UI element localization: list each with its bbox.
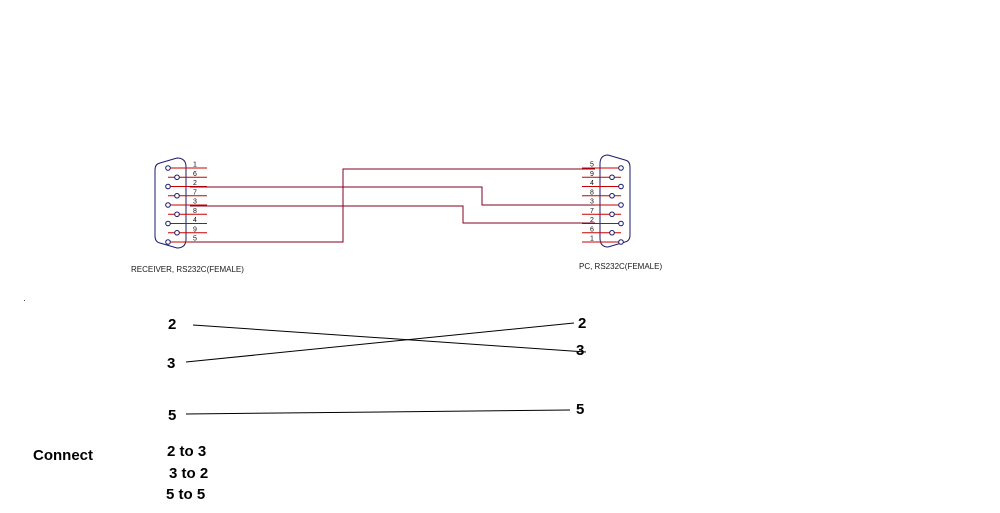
wire-3-to-2 (190, 205, 595, 224)
pin-number: 8 (193, 208, 197, 215)
pin-number: 7 (193, 189, 197, 196)
receiver-pins: 1 6 2 7 3 8 4 9 5 (165, 162, 207, 245)
pin-contact (174, 229, 180, 236)
pin-contact (618, 183, 624, 190)
pin-number: 3 (590, 199, 594, 206)
pin-number: 9 (193, 226, 197, 233)
stray-dot (24, 300, 25, 301)
pin-number: 6 (590, 226, 594, 233)
pin-contact (618, 239, 624, 245)
connect-line-1: 2 to 3 (167, 443, 207, 460)
pin-contact (165, 183, 171, 190)
pc-pins: 5 9 4 8 3 7 2 6 1 (582, 162, 624, 245)
pin-contact (609, 211, 615, 218)
pin-number: 2 (193, 180, 197, 187)
left-pin-label-3: 3 (167, 355, 175, 372)
pin-contact (165, 239, 171, 245)
pin-contact (618, 220, 624, 227)
pin-number: 4 (193, 217, 197, 224)
pin-contact (165, 202, 171, 208)
right-pin-label-5: 5 (576, 401, 584, 418)
receiver-connector-shell (154, 157, 187, 249)
receiver-label: RECEIVER, RS232C(FEMALE) (131, 265, 244, 274)
right-pin-label-2: 2 (578, 315, 586, 332)
pc-label: PC, RS232C(FEMALE) (579, 262, 662, 271)
left-pin-label-2: 2 (168, 316, 176, 333)
cross-line-2-to-3 (192, 324, 587, 353)
pin-number: 6 (193, 171, 197, 178)
pin-contact (618, 165, 624, 171)
pin-number: 1 (193, 162, 197, 169)
pin-contact (609, 229, 615, 236)
simple-crossover-diagram: 2 3 5 2 3 5 (167, 315, 586, 424)
pin-contact (165, 165, 171, 171)
pc-connector-shell (599, 154, 631, 248)
pin-contact (165, 220, 171, 227)
connect-line-2: 3 to 2 (169, 465, 209, 482)
pin-number: 9 (590, 171, 594, 178)
right-pin-label-3: 3 (576, 342, 584, 359)
pin-contact (609, 174, 615, 181)
receiver-connector: 1 6 2 7 3 8 4 9 5 (154, 157, 207, 249)
pin-number: 2 (590, 217, 594, 224)
cross-line-3-to-2 (185, 322, 575, 363)
pin-contact (174, 174, 180, 181)
wire-5-to-5 (190, 168, 595, 243)
pin-contact (618, 202, 624, 208)
pin-contact (174, 211, 180, 218)
connect-label: Connect (33, 447, 93, 464)
pc-connector: 5 9 4 8 3 7 2 6 1 (582, 154, 631, 248)
pin-number: 3 (193, 199, 197, 206)
connect-line-3: 5 to 5 (166, 486, 206, 503)
left-pin-label-5: 5 (168, 407, 176, 424)
pin-number: 1 (590, 236, 594, 243)
pin-number: 4 (590, 180, 594, 187)
pin-number: 7 (590, 208, 594, 215)
pin-number: 5 (193, 236, 197, 243)
cable-wires (190, 168, 595, 243)
pin-contact (174, 192, 180, 199)
pin-contact (609, 192, 615, 199)
pin-number: 5 (590, 162, 594, 169)
straight-line-5-to-5 (185, 409, 571, 415)
wire-2-to-3 (190, 186, 595, 206)
pin-number: 8 (590, 189, 594, 196)
